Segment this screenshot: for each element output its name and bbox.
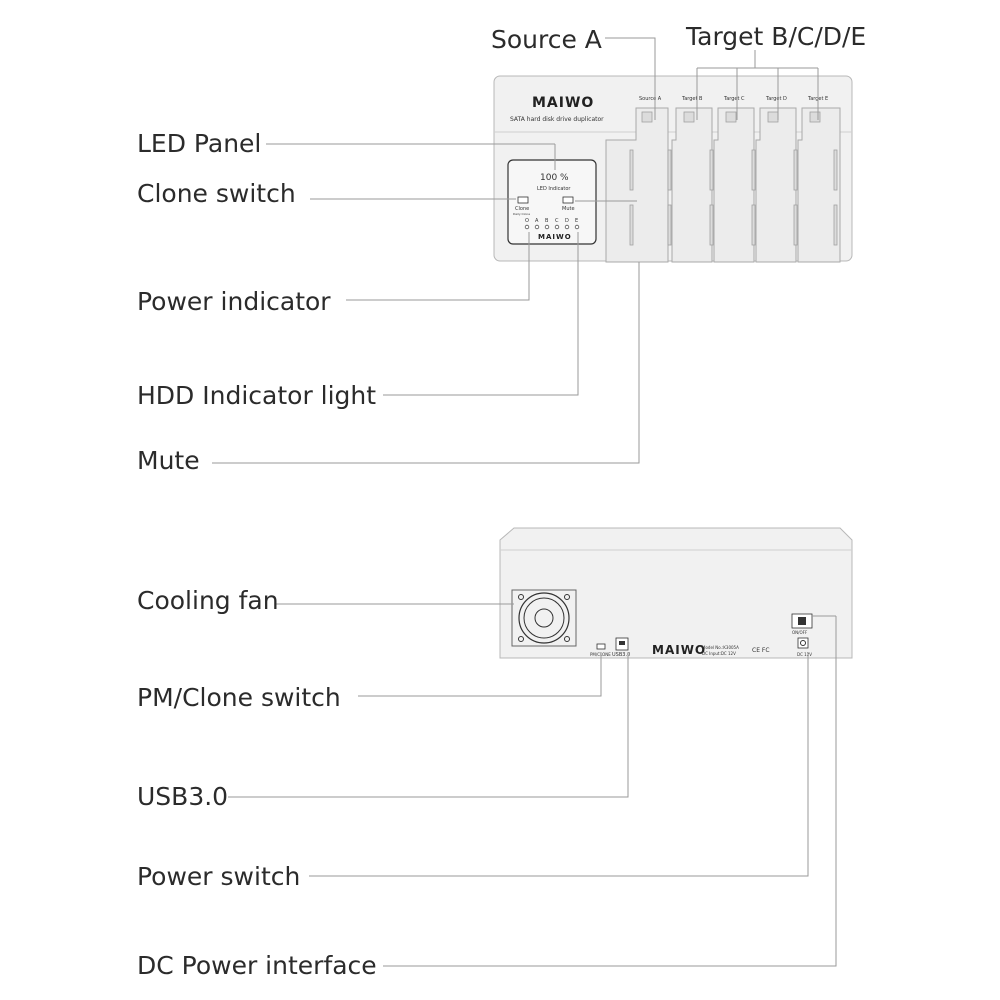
hdd-led-a	[534, 224, 540, 230]
led-display-readout: 100 %	[540, 173, 569, 183]
hdd-led-c	[554, 224, 560, 230]
control-panel: 100 % LED Indicator Clone Daily Clone Mu…	[507, 159, 597, 245]
dc-jack[interactable]	[797, 637, 809, 649]
mute-button[interactable]	[562, 196, 574, 204]
label-usb: USB3.0	[137, 782, 228, 811]
led-letter-a: A	[535, 218, 539, 224]
label-hdd-indicator: HDD Indicator light	[137, 381, 376, 410]
hdd-led-b	[544, 224, 550, 230]
pm-clone-switch[interactable]	[596, 643, 606, 650]
front-subtitle: SATA hard disk drive duplicator	[510, 116, 604, 123]
bay-source-a	[605, 107, 669, 263]
label-clone-switch: Clone switch	[137, 179, 296, 208]
front-leader-lines	[212, 37, 819, 464]
led-letter-o: O	[525, 218, 529, 224]
callout-labels: Source A Target B/C/D/E LED Panel Clone …	[137, 22, 866, 980]
label-mute: Mute	[137, 446, 200, 475]
bay-target-c	[713, 107, 755, 263]
clone-switch-button[interactable]	[517, 196, 529, 204]
bay-label-c: Target C	[723, 96, 745, 102]
back-device: PM/CLONE USB3.0 MAIWO Model No.:K3005A D…	[499, 527, 853, 659]
power-led	[524, 224, 530, 230]
led-letter-e: E	[575, 218, 578, 224]
clone-switch-sublabel: Daily Clone	[513, 212, 530, 216]
bay-target-d	[755, 107, 797, 263]
hdd-led-d	[564, 224, 570, 230]
back-brand-logo: MAIWO	[652, 643, 706, 657]
front-brand-logo: MAIWO	[532, 95, 594, 111]
label-source-a: Source A	[491, 25, 602, 54]
panel-brand-logo: MAIWO	[538, 233, 572, 241]
back-leader-lines	[228, 603, 837, 967]
label-pm-clone-switch: PM/Clone switch	[137, 683, 341, 712]
led-panel	[507, 159, 597, 245]
label-led-panel: LED Panel	[137, 129, 261, 158]
back-device-body	[499, 527, 853, 659]
bay-label-a: Source A	[639, 96, 662, 102]
dc-label: DC 12V	[797, 652, 812, 657]
bay-label-b: Target B	[681, 96, 703, 102]
label-dc-power: DC Power interface	[137, 951, 377, 980]
hdd-led-e	[574, 224, 580, 230]
bay-target-e	[797, 107, 841, 263]
onoff-label: ON/OFF	[792, 630, 808, 635]
bay-target-b	[671, 107, 713, 263]
bay-label-d: Target D	[765, 96, 787, 102]
label-power-switch: Power switch	[137, 862, 300, 891]
led-letter-d: D	[565, 218, 569, 224]
mute-button-label: Mute	[562, 206, 575, 212]
led-letter-c: C	[555, 218, 559, 224]
label-power-indicator: Power indicator	[137, 287, 331, 316]
label-cooling-fan: Cooling fan	[137, 586, 279, 615]
front-device: MAIWO SATA hard disk drive duplicator So…	[493, 75, 853, 263]
label-targets: Target B/C/D/E	[685, 22, 866, 51]
back-model-line2: DC Input:DC 12V	[702, 651, 736, 656]
back-model-line1: Model No.:K3005A	[702, 645, 739, 650]
led-letter-b: B	[545, 218, 549, 224]
cert-marks: CE FC	[752, 647, 770, 654]
cooling-fan-icon	[511, 589, 577, 647]
usb-label: USB3.0	[612, 652, 630, 658]
drive-bays	[605, 107, 841, 263]
led-display-caption: LED Indicator	[537, 186, 571, 192]
clone-switch-label: Clone	[515, 206, 529, 212]
